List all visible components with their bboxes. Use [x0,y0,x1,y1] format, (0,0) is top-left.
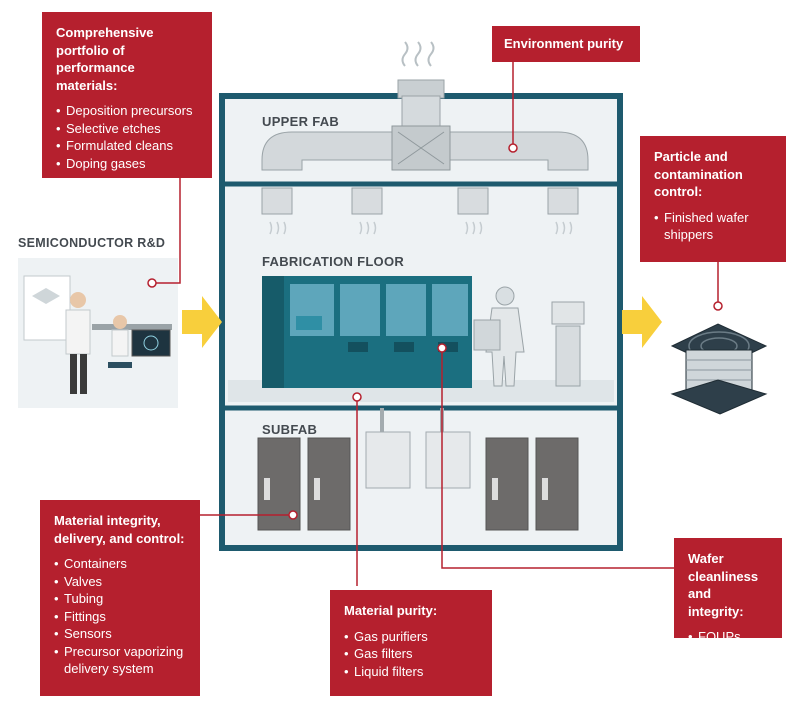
list-item: Valves [54,573,186,591]
connector-endpoints [147,143,723,520]
callout-material-integrity: Material integrity, delivery, and contro… [40,500,200,696]
callout-title-line: performance materials: [56,60,135,93]
list-item: Tubing [54,590,186,608]
callout-title-line: Wafer [688,551,724,566]
callout-particle-control: Particle and contamination control: Fini… [640,136,786,262]
list-item: Selective etches [56,120,198,138]
list-item: Formulated cleans [56,137,198,155]
duct-top-collar [397,79,445,99]
list-item: Finished wafer shippers [654,209,772,244]
callout-title-line: cleanliness [688,568,759,584]
connector-foup [441,348,680,569]
fan-filter-unit [457,187,489,215]
scientist-figure [70,292,86,308]
flow-arrow-rd-to-fab [182,296,222,348]
fab-tool-bank [262,276,472,388]
cleanroom-worker [473,286,525,387]
semiconductor-rd-label: SEMICONDUCTOR R&D [18,236,166,250]
subfab-label: SUBFAB [262,422,318,437]
callout-environment-purity: Environment purity [492,26,640,62]
callout-title-line: control: [654,184,703,200]
callout-material-purity: Material purity: Gas purifiers Gas filte… [330,590,492,696]
list-item: Precursor vaporizing delivery system [54,643,186,678]
upper-fab-label: UPPER FAB [262,114,340,129]
callout-title: Material purity: [344,603,438,618]
airflow-icon [269,221,573,235]
gas-cabinet [307,437,351,531]
whiteboard [23,275,71,341]
exhaust-heat-icon [401,41,435,67]
callout-title-line: Particle and [654,149,728,164]
subfab-equipment [257,408,579,531]
list-item: Fittings [54,608,186,626]
callout-wafer-cleanliness: Wafer cleanliness and integrity: FOUPs [674,538,782,645]
duct-riser [401,95,441,129]
list-item: Containers [54,555,186,573]
lab-desk [92,324,172,330]
gas-purifier-unit [365,431,411,489]
computer-workstation [131,329,171,357]
wafer-shipper-icon [670,323,768,415]
fabrication-floor-label: FABRICATION FLOOR [262,254,405,269]
list-item: Gas purifiers [344,628,478,646]
air-duct [261,41,589,235]
callout-title-line: portfolio of [56,42,125,58]
callout-title-line: contamination [654,166,743,182]
callout-title-line: Comprehensive [56,25,154,40]
list-item: Deposition precursors [56,102,198,120]
list-item: Liquid filters [344,663,478,681]
fan-filter-unit [547,187,579,215]
callout-title-line: and integrity: [688,586,744,619]
list-item: Gas filters [344,645,478,663]
connector-lines [152,62,719,586]
list-item: FOUPs [688,628,768,646]
callout-title-line: Material integrity, [54,513,161,528]
gas-purifier-unit [425,431,471,489]
fab-console [551,301,585,387]
callout-title-line: delivery, and control: [54,530,185,546]
list-item: Doping gases [56,155,198,173]
list-item: Sensors [54,625,186,643]
fan-filter-unit [261,187,293,215]
fan-filter-unit [351,187,383,215]
callout-title: Environment purity [504,36,624,51]
flow-arrow-fab-to-shipper [622,296,662,348]
connector-rd [152,178,181,284]
callout-performance-materials: Comprehensive portfolio of performance m… [42,12,212,178]
